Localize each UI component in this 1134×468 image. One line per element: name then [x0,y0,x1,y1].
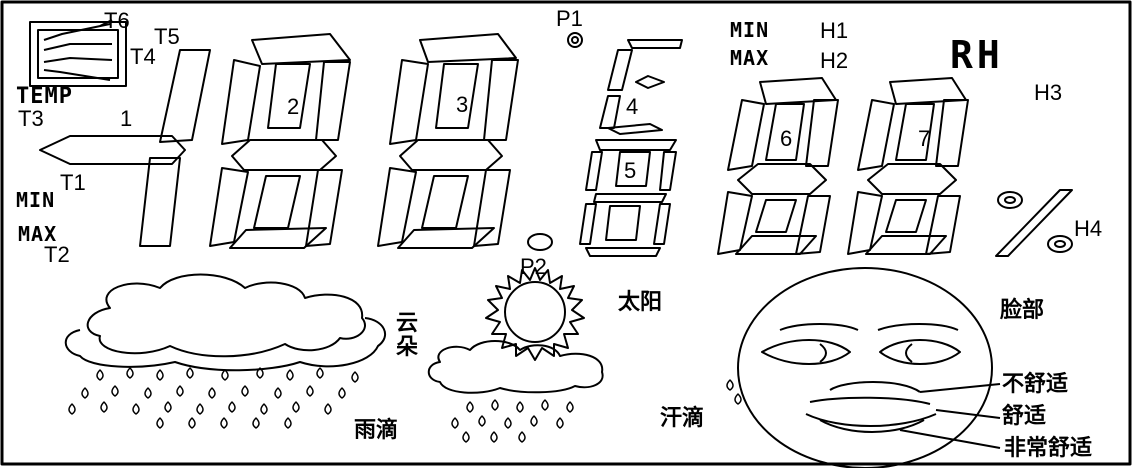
digit-7-segments [847,77,969,255]
percent-symbol [995,189,1073,257]
label-p1: P1 [556,6,583,31]
label-cloud: 云 朵 [396,311,419,361]
digit-1-label: 1 [120,106,133,131]
p2-dot [527,233,553,251]
label-t1: T1 [60,170,86,195]
digit-1-segments [39,49,211,247]
label-face: 脸部 [1000,298,1045,323]
label-temp-max: MAX [18,222,58,246]
digit-3-segments [377,33,519,249]
digit-7-label: 7 [918,126,931,151]
percent-label: % [1040,196,1041,197]
label-t6: T6 [104,8,130,33]
label-temp: TEMP [16,84,73,109]
label-comfortable: 舒适 [1002,404,1047,429]
face-icon [737,267,1001,468]
label-h2: H2 [820,48,849,73]
digit-4-label: 4 [626,94,639,119]
label-hum-min: MIN [730,18,770,42]
label-h4: H4 [1074,216,1103,241]
label-uncomfortable: 不舒适 [1002,372,1069,397]
label-sun: 太阳 [618,290,663,315]
label-t5: T5 [154,24,180,49]
label-p2: P2 [520,254,547,279]
label-temp-min: MIN [16,188,56,212]
small-cloud-icon [427,340,604,394]
label-t4: T4 [130,44,156,69]
label-sweat: 汗滴 [660,406,705,431]
temp-icon [29,19,127,87]
digit-2-label: 2 [287,94,300,119]
label-h3: H3 [1034,80,1063,105]
label-raindrops: 雨滴 [354,418,399,443]
label-rh: RH [950,33,1004,77]
raindrops-icon [68,367,359,429]
digit-4-unit-segments [599,39,683,135]
rain-cloud-icon [64,273,387,372]
sun-icon [485,267,585,361]
label-t3: T3 [18,106,44,131]
p1-dot [567,32,583,48]
label-very-comfortable: 非常舒适 [1004,436,1093,461]
label-h1: H1 [820,18,849,43]
label-hum-max: MAX [730,46,770,70]
digit-5-label: 5 [624,158,637,183]
digit-6-segments [717,77,839,255]
label-t2: T2 [44,242,70,267]
sweat-drops-icon [726,379,742,405]
digit-5-segments [579,139,677,257]
digit-2-segments [209,33,351,249]
small-raindrops-icon [451,399,574,443]
digit-6-label: 6 [780,126,793,151]
digit-3-label: 3 [456,92,469,117]
